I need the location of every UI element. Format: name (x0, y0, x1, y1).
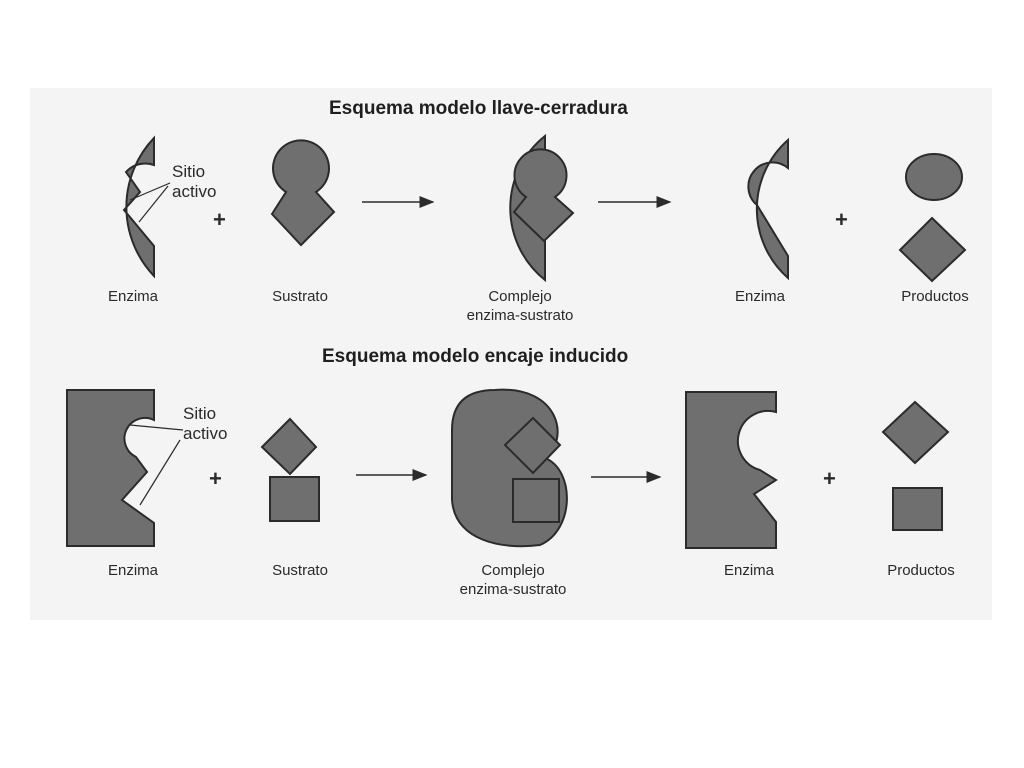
plus-sign: + (823, 466, 836, 491)
plus-sign: + (835, 207, 848, 232)
active-site-pointer (129, 424, 184, 431)
product-ellipse (905, 153, 963, 201)
enzyme-induced-shape (66, 389, 155, 547)
complex-label-line2: enzima-sustrato (466, 307, 574, 324)
complex-label-bottom: Complejo enzima-sustrato (433, 561, 593, 599)
products-label-bottom: Productos (887, 562, 955, 579)
complex-label-line1: Complejo (488, 288, 552, 305)
active-site-pointer (129, 182, 171, 201)
complex-substrate-shape (512, 148, 575, 243)
top-title: Esquema modelo llave-cerradura (329, 98, 628, 119)
complex-label: Complejo enzima-sustrato (440, 287, 600, 325)
plus-sign: + (209, 466, 222, 491)
enzyme-induced-shape-after (685, 391, 778, 549)
enzyme-label-bottom: Enzima (107, 562, 159, 579)
complex-label-line2: enzima-sustrato (459, 581, 567, 598)
product-induced-diamond (881, 400, 950, 465)
substrate-label: Sustrato (272, 288, 328, 305)
product-diamond (898, 216, 967, 283)
substrate-induced-square (269, 476, 320, 522)
active-site-label-bottom: Sitio activo (183, 404, 227, 444)
enzyme-label: Enzima (107, 288, 159, 305)
complex-label-line1: Complejo (481, 562, 545, 579)
substrate-induced-diamond (260, 417, 318, 476)
active-site-pointer (139, 439, 181, 506)
substrate-lock-shape (270, 139, 336, 247)
active-site-label-line1: Sitio (183, 404, 217, 423)
products-label: Productos (901, 288, 969, 305)
substrate-label-bottom: Sustrato (272, 562, 328, 579)
complex-induced-diamond (503, 416, 562, 475)
enzyme-lock-shape (122, 135, 155, 279)
active-site-pointer (138, 185, 169, 223)
enzyme-after-label-bottom: Enzima (723, 562, 775, 579)
active-site-label-line1: Sitio (172, 162, 206, 181)
bottom-title: Esquema modelo encaje inducido (322, 346, 629, 367)
product-induced-square (892, 487, 943, 531)
active-site-label: Sitio activo (172, 162, 216, 202)
complex-induced-square (512, 478, 560, 523)
enzyme-lock-shape-after (747, 137, 789, 281)
active-site-label-line2: activo (183, 424, 228, 443)
active-site-label-line2: activo (172, 182, 217, 201)
plus-sign: + (213, 207, 226, 232)
enzyme-after-label: Enzima (734, 288, 786, 305)
